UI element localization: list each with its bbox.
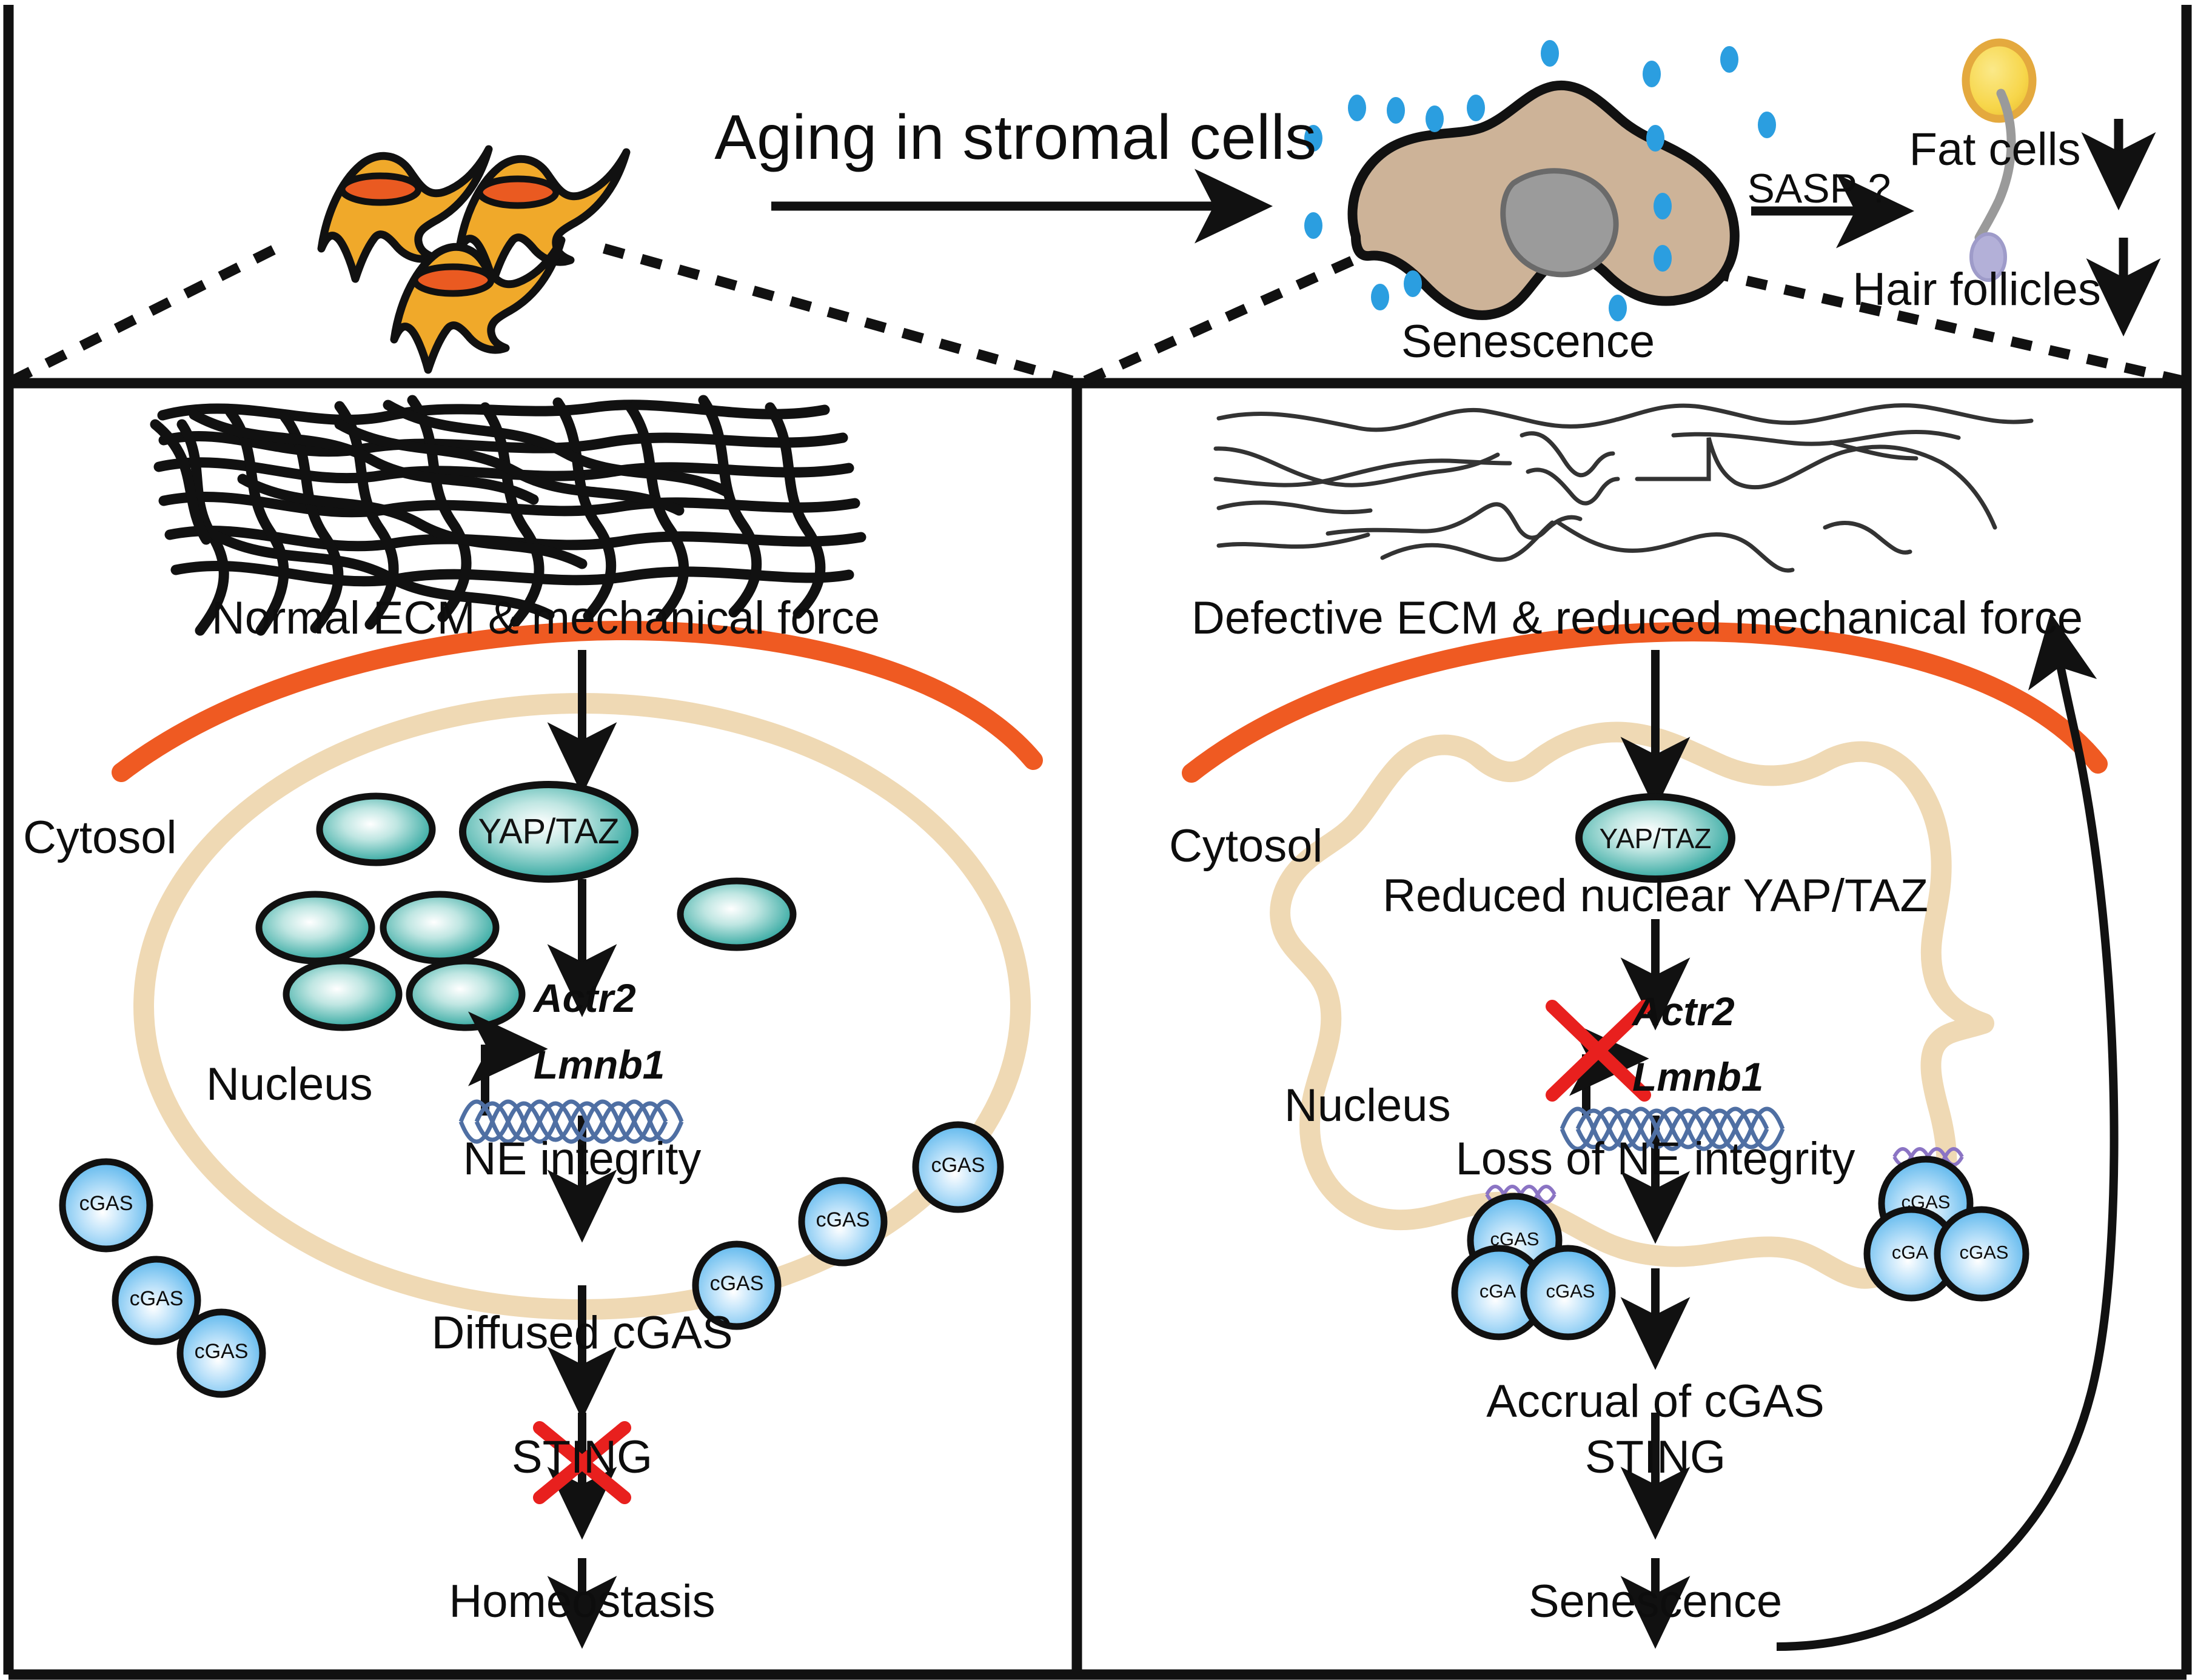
stromal-cell — [390, 236, 566, 374]
fat-cells-label: Fat cells — [1909, 124, 2081, 175]
right-reduced-yap-label: Reduced nuclear YAP/TAZ — [1382, 870, 1928, 922]
cgas-particle-label: cGA — [1891, 1242, 1929, 1263]
cgas-particle-label: cGAS — [129, 1287, 184, 1310]
cgas-particle-label: cGAS — [1901, 1191, 1951, 1213]
yap-taz-main-right — [1575, 793, 1735, 883]
left-sting-label: STING — [511, 1431, 653, 1483]
right-gene-actr2: Actr2 — [1632, 989, 1735, 1034]
right-sting-label: STING — [1584, 1431, 1726, 1483]
left-diffused-cgas-label: Diffused cGAS — [431, 1307, 733, 1359]
yap-taz-blobs-left — [255, 792, 797, 1031]
figure-title: Aging in stromal cells — [714, 102, 1317, 173]
dna-helix-left — [458, 1099, 684, 1144]
yap-taz-main-left — [459, 781, 638, 883]
left-cytosol-label: Cytosol — [23, 812, 177, 863]
cgas-particle-label: cGAS — [709, 1272, 764, 1295]
cgas-cluster — [1451, 1185, 1616, 1340]
plasma-membrane-left — [112, 620, 1043, 782]
stromal-cells-group — [317, 145, 631, 374]
senescent-cell — [1347, 80, 1740, 320]
left-yap-taz-label: YAP/TAZ — [478, 812, 620, 851]
defective-ecm-fibers — [1213, 403, 2034, 573]
right-gene-lmnb1: Lmnb1 — [1632, 1054, 1764, 1099]
sasp-dots — [1304, 40, 1776, 321]
cgas-particle-label: cGA — [1479, 1280, 1516, 1302]
right-cytosol-label: Cytosol — [1169, 820, 1323, 872]
promoter-arrow-left — [468, 1011, 548, 1116]
inhibition-cross-left — [533, 1421, 631, 1504]
right-nucleus-label: Nucleus — [1284, 1080, 1451, 1131]
cgas-particle-label: cGAS — [194, 1340, 249, 1363]
normal-ecm-fibers — [150, 395, 866, 636]
cgas-cluster — [1863, 1147, 2029, 1302]
cgas-particle-label: cGAS — [1959, 1242, 2009, 1263]
dna-helix-right — [1560, 1106, 1785, 1151]
hair-follicle-icon — [1969, 89, 2016, 282]
stromal-cell — [317, 145, 493, 283]
cgas-particle-label: cGAS — [1546, 1280, 1595, 1302]
right-accrual-cgas-label: Accrual of cGAS — [1486, 1376, 1825, 1427]
right-yap-taz-label: YAP/TAZ — [1599, 823, 1712, 854]
cgas-particle-label: cGAS — [931, 1154, 985, 1177]
figure-border — [3, 5, 2192, 1680]
plasma-membrane-right — [1182, 621, 2108, 783]
cgas-particle-label: cGAS — [816, 1208, 870, 1231]
left-nucleus-label: Nucleus — [206, 1059, 373, 1110]
right-senescence-label: Senescence — [1528, 1576, 1783, 1627]
right-ne-loss-label: Loss of NE integrity — [1455, 1133, 1855, 1185]
senescence-feedback-arrow — [1776, 612, 2119, 1651]
fat-cell-icon — [1962, 38, 2037, 123]
inhibition-cross-right — [1546, 1000, 1651, 1102]
sasp-label: SASP ? — [1747, 166, 1891, 212]
left-gene-actr2: Actr2 — [534, 976, 636, 1020]
left-ecm-label: Normal ECM & mechanical force — [211, 592, 880, 644]
cgas-particle-label: cGAS — [1490, 1228, 1540, 1250]
right-ecm-label: Defective ECM & reduced mechanical force — [1191, 592, 2083, 644]
left-ne-integrity-label: NE integrity — [463, 1133, 702, 1185]
senescence-label-top: Senescence — [1401, 316, 1655, 367]
cgas-particles-left — [59, 1121, 1004, 1398]
zoom-connector-lines — [10, 242, 2184, 386]
left-homeostasis-label: Homeostasis — [449, 1576, 715, 1627]
hair-follicles-label: Hair follicles — [1852, 264, 2101, 315]
cgas-particle-label: cGAS — [79, 1192, 133, 1215]
left-gene-lmnb1: Lmnb1 — [534, 1042, 665, 1087]
